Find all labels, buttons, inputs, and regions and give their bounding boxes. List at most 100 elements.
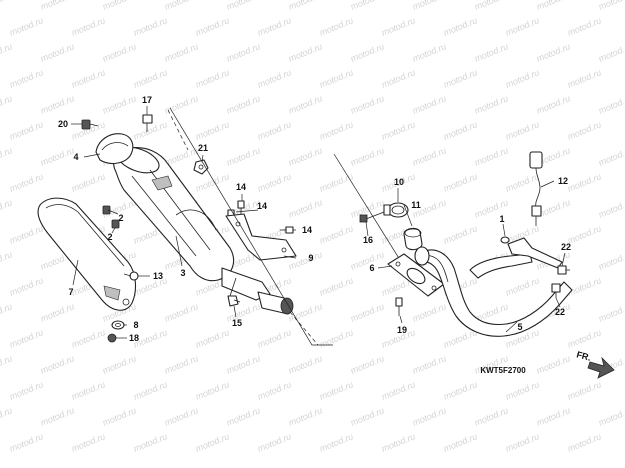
watermark-text: motod.ru <box>318 275 355 298</box>
watermark-text: motod.ru <box>473 93 510 116</box>
watermark-text: motod.ru <box>411 405 448 428</box>
cap-bolt-part <box>81 119 99 130</box>
watermark-text: motod.ru <box>566 67 603 90</box>
assembly-line-right <box>289 311 319 346</box>
assembly-line-left <box>167 109 189 151</box>
collar-8-part <box>111 320 125 330</box>
watermark-text: motod.ru <box>8 327 45 350</box>
watermark-text: motod.ru <box>39 145 76 168</box>
watermark-text: motod.ru <box>8 379 45 402</box>
callout-15: 15 <box>232 318 242 328</box>
watermark-text: motod.ru <box>349 93 386 116</box>
nut-22-part <box>551 265 570 298</box>
watermark-text: motod.ru <box>411 0 448 12</box>
watermark-text: motod.ru <box>318 327 355 350</box>
watermark-text: motod.ru <box>535 41 572 64</box>
watermark-text: motod.ru <box>318 15 355 38</box>
watermark-text: motod.ru <box>411 301 448 324</box>
watermark-text: motod.ru <box>535 405 572 428</box>
watermark-text: motod.ru <box>566 379 603 402</box>
watermark-text: motod.ru <box>504 67 541 90</box>
watermark-text: motod.ru <box>163 353 200 376</box>
front-direction-arrow <box>587 356 615 379</box>
watermark-text: motod.ru <box>0 249 14 272</box>
watermark-text: motod.ru <box>411 93 448 116</box>
watermark-text: motod.ru <box>287 41 324 64</box>
watermark-text: motod.ru <box>0 0 14 12</box>
watermark-text: motod.ru <box>597 249 625 272</box>
callout-17: 17 <box>142 95 152 105</box>
watermark-text: motod.ru <box>256 119 293 142</box>
callout-12: 12 <box>558 176 568 186</box>
watermark-text: motod.ru <box>225 41 262 64</box>
watermark-text: motod.ru <box>411 41 448 64</box>
screw-14-part <box>227 200 294 234</box>
watermark-text: motod.ru <box>597 301 625 324</box>
watermark-text: motod.ru <box>163 93 200 116</box>
gasket-11-part <box>403 227 423 251</box>
watermark-text: motod.ru <box>287 93 324 116</box>
watermark-text: motod.ru <box>70 15 107 38</box>
watermark-text: motod.ru <box>318 223 355 246</box>
watermark-text: motod.ru <box>597 197 625 220</box>
callout-20: 20 <box>58 119 68 129</box>
watermark-text: motod.ru <box>287 353 324 376</box>
callout-21: 21 <box>198 143 208 153</box>
end-cap-part <box>95 133 134 165</box>
callout-2b: 2 <box>107 232 112 242</box>
watermark-text: motod.ru <box>504 15 541 38</box>
watermark-text: motod.ru <box>473 145 510 168</box>
watermark-text: motod.ru <box>287 197 324 220</box>
watermark-text: motod.ru <box>0 41 14 64</box>
o2-sensor-12-part <box>529 151 543 226</box>
watermark-text: motod.ru <box>256 431 293 454</box>
watermark-text: motod.ru <box>194 67 231 90</box>
watermark-text: motod.ru <box>101 93 138 116</box>
watermark-text: motod.ru <box>0 353 14 376</box>
watermark-text: motod.ru <box>8 431 45 454</box>
watermark-text: motod.ru <box>597 0 625 12</box>
watermark-text: motod.ru <box>566 431 603 454</box>
callout-labels: 1 2 2 3 4 5 6 7 8 9 10 11 12 13 14 14 14… <box>58 95 571 343</box>
watermark-text: motod.ru <box>39 0 76 12</box>
watermark-text: motod.ru <box>194 431 231 454</box>
watermark-text: motod.ru <box>163 41 200 64</box>
watermark-text: motod.ru <box>597 93 625 116</box>
watermark-text: motod.ru <box>101 41 138 64</box>
watermark-text: motod.ru <box>101 405 138 428</box>
watermark-text: motod.ru <box>349 0 386 12</box>
watermark-text: motod.ru <box>0 145 14 168</box>
bolt-16-part <box>359 211 385 223</box>
watermark-text: motod.ru <box>194 379 231 402</box>
watermark-text: motod.ru <box>566 327 603 350</box>
clamp-10-part <box>383 202 409 218</box>
callout-10: 10 <box>394 177 404 187</box>
callout-14b: 14 <box>257 201 267 211</box>
watermark-text: motod.ru <box>39 301 76 324</box>
watermark-text: motod.ru <box>225 0 262 12</box>
callout-2a: 2 <box>118 213 123 223</box>
watermark-text: motod.ru <box>442 431 479 454</box>
watermark-text: motod.ru <box>566 223 603 246</box>
protector-bracket-9-part <box>225 213 297 261</box>
watermark-text: motod.ru <box>566 119 603 142</box>
watermark-text: motod.ru <box>0 197 14 220</box>
watermark-text: motod.ru <box>597 145 625 168</box>
watermark-text: motod.ru <box>132 431 169 454</box>
watermark-text: motod.ru <box>225 145 262 168</box>
heat-shield-part <box>37 197 137 311</box>
watermark-text: motod.ru <box>442 15 479 38</box>
callout-16: 16 <box>363 235 373 245</box>
watermark-text: motod.ru <box>132 15 169 38</box>
callout-4: 4 <box>73 152 78 162</box>
stud-19-part <box>395 297 403 316</box>
watermark-text: motod.ru <box>349 249 386 272</box>
watermark-text: motod.ru <box>256 379 293 402</box>
callout-3: 3 <box>180 268 185 278</box>
watermark-text: motod.ru <box>504 275 541 298</box>
watermark-text: motod.ru <box>504 119 541 142</box>
watermark-text: motod.ru <box>535 0 572 12</box>
watermark-text: motod.ru <box>442 171 479 194</box>
watermark-text: motod.ru <box>535 93 572 116</box>
